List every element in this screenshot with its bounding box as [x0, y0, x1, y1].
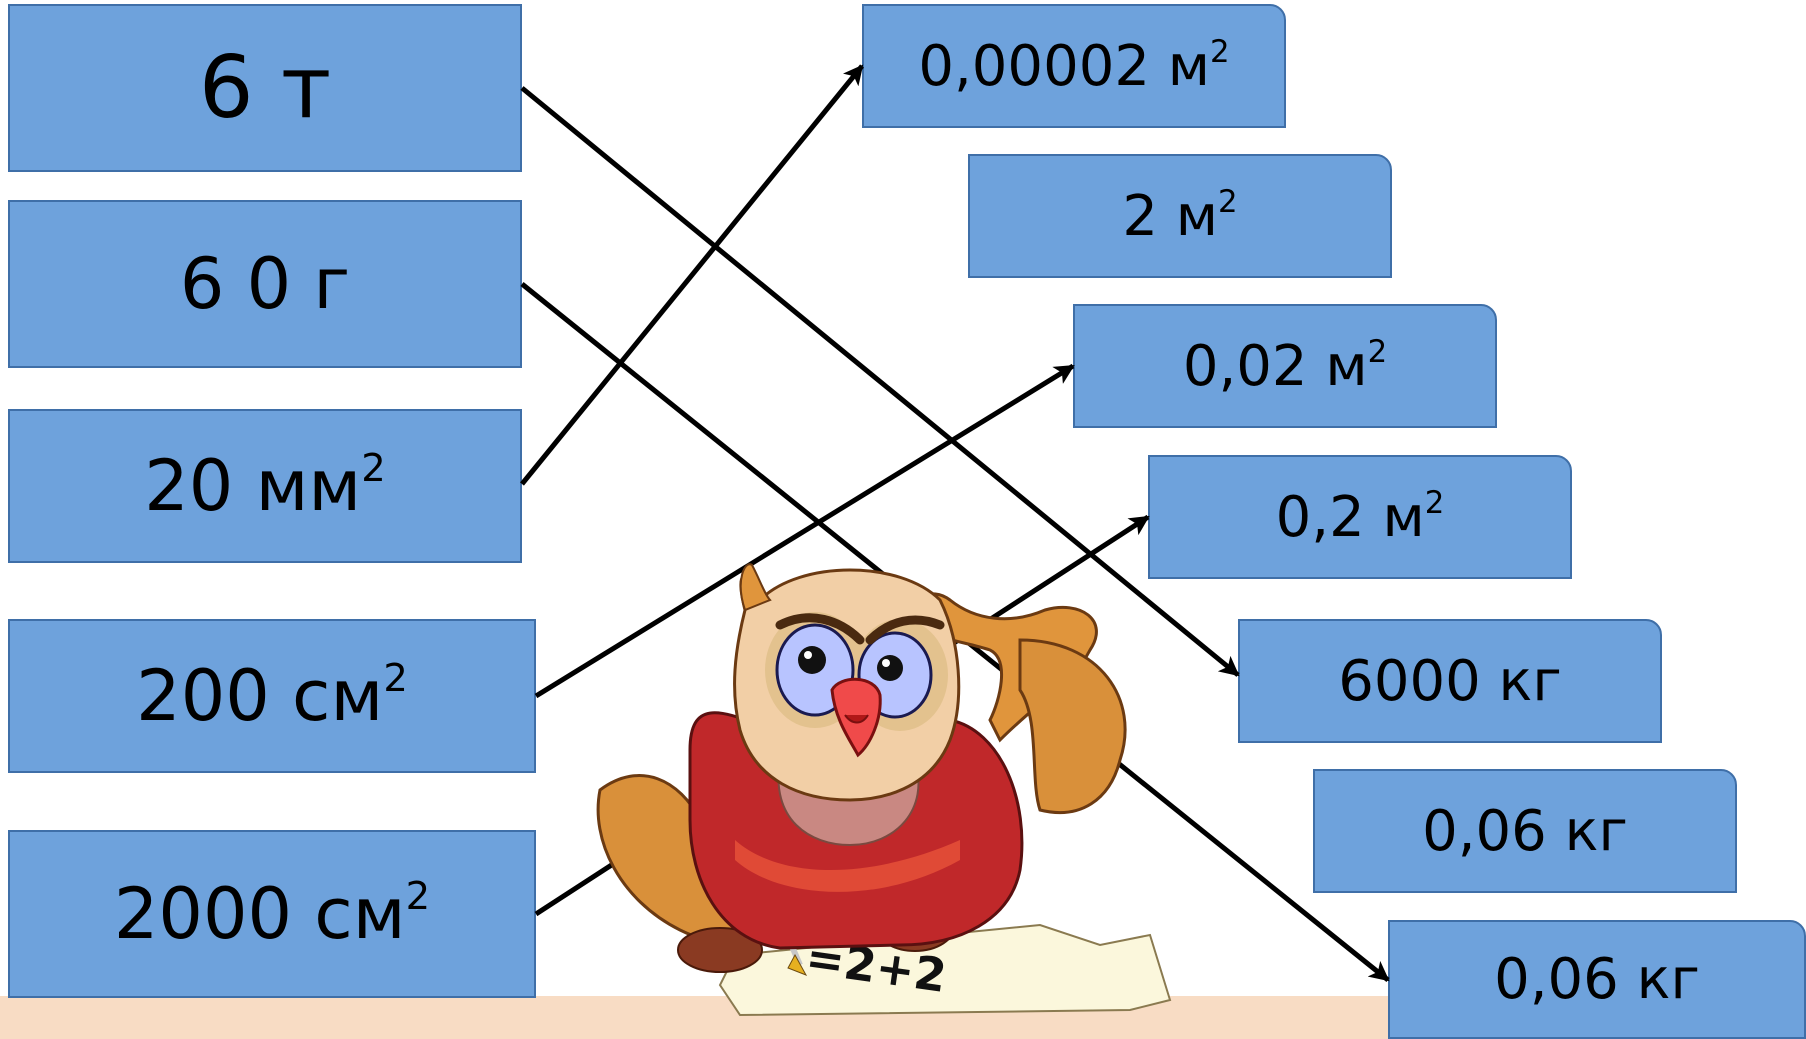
arrow-6t-to-6000kg [520, 86, 1240, 677]
right-box-label: 0,06 кг [1494, 947, 1700, 1012]
left-box-2000cm2: 2000 см2 [8, 830, 536, 998]
right-box-0-06kg-b: 0,06 кг [1388, 920, 1806, 1039]
arrow-20mm2-to-0-00002m2 [520, 64, 864, 486]
left-box-6t: 6 т [8, 4, 522, 172]
left-box-label: 2000 см2 [113, 873, 431, 955]
right-box-label: 0,2 м2 [1275, 484, 1445, 550]
right-box-2m2: 2 м2 [968, 154, 1392, 278]
owl-eyes [775, 623, 933, 719]
left-box-label: 6 0 г [179, 243, 351, 325]
arrow-200cm2-to-0-02m2 [534, 363, 1075, 699]
left-box-200cm2: 200 см2 [8, 619, 536, 773]
right-box-0-2m2: 0,2 м2 [1148, 455, 1572, 579]
right-box-0-00002m2: 0,00002 м2 [862, 4, 1286, 128]
right-box-0-06kg-a: 0,06 кг [1313, 769, 1737, 893]
right-box-label: 2 м2 [1122, 183, 1238, 249]
left-box-60g: 6 0 г [8, 200, 522, 368]
left-box-label: 20 мм2 [144, 445, 386, 527]
owl-right-wing [915, 592, 1098, 743]
right-box-label: 0,02 м2 [1182, 333, 1388, 399]
left-box-label: 200 см2 [136, 655, 408, 737]
right-box-label: 0,06 кг [1422, 798, 1628, 864]
right-box-label: 6000 кг [1338, 648, 1562, 714]
right-box-0-02m2: 0,02 м2 [1073, 304, 1497, 428]
left-box-label: 6 т [198, 38, 332, 138]
right-box-label: 0,00002 м2 [918, 33, 1230, 99]
left-box-20mm2: 20 мм2 [8, 409, 522, 563]
right-box-6000kg: 6000 кг [1238, 619, 1662, 743]
